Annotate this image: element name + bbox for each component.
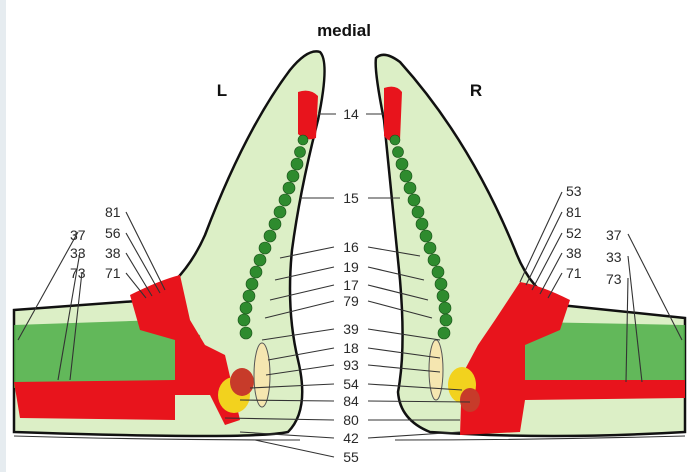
center-label: 79 [343,293,359,309]
right-label: 71 [566,265,582,281]
right-label: 38 [566,245,582,261]
left-label: 33 [70,245,86,261]
right-pale-structure [429,340,443,400]
left-label: 81 [105,204,121,220]
left-label: 37 [70,227,86,243]
center-label: 42 [343,430,359,446]
center-label: 39 [343,321,359,337]
right-red-organ [460,388,480,412]
center-label: 14 [343,106,359,122]
medial-label: medial [317,21,371,40]
center-label-column: 14 15 16 19 17 79 39 18 93 54 84 80 42 5… [343,106,359,465]
left-label: 56 [105,225,121,241]
right-red-strip [384,87,402,142]
right-label-group: 53 81 52 38 71 37 33 73 [566,183,622,287]
center-label: 55 [343,449,359,465]
right-label: 81 [566,204,582,220]
center-label: 80 [343,412,359,428]
left-label-group: 81 56 38 71 37 33 73 [70,204,121,281]
center-label: 18 [343,340,359,356]
left-red-organ [230,368,254,396]
center-label: 54 [343,376,359,392]
right-label: 52 [566,225,582,241]
right-section [376,55,685,440]
right-label: 37 [606,227,622,243]
left-side-label: L [217,81,227,100]
center-label: 17 [343,277,359,293]
left-red-strip [298,91,318,140]
right-label: 73 [606,271,622,287]
frame-strip [0,0,6,472]
center-label: 15 [343,190,359,206]
center-label: 16 [343,239,359,255]
right-label: 53 [566,183,582,199]
right-label: 33 [606,249,622,265]
center-label: 19 [343,259,359,275]
left-label: 38 [105,245,121,261]
right-side-label: R [470,81,482,100]
left-section [14,51,325,440]
center-label: 93 [343,357,359,373]
center-label: 84 [343,393,359,409]
left-label: 71 [105,265,121,281]
